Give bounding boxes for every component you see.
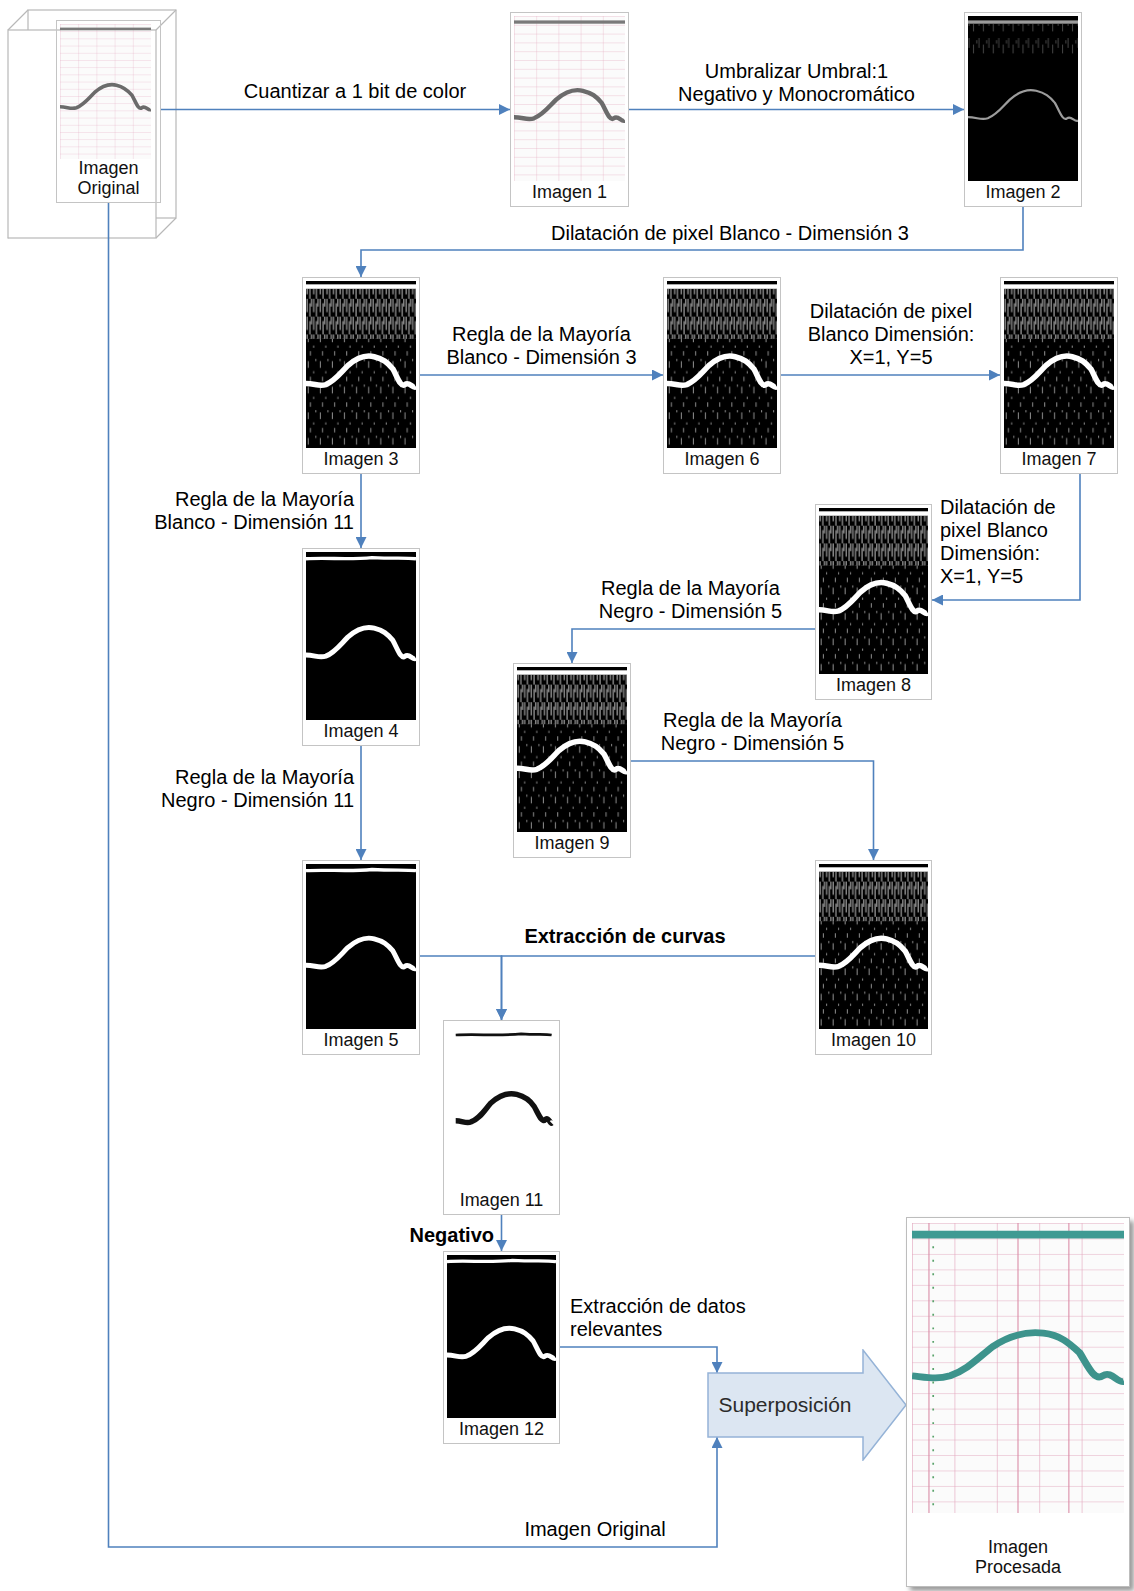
flow-arrow xyxy=(420,956,502,1020)
image-frame: Imagen 5 xyxy=(302,860,420,1055)
node-caption: Imagen 6 xyxy=(682,450,761,473)
node-caption: Imagen 12 xyxy=(457,1420,546,1443)
image-frame: Imagen Original xyxy=(56,20,161,203)
edge-label: Imagen Original xyxy=(495,1518,695,1541)
node-caption: Imagen 9 xyxy=(532,834,611,857)
flow-arrow xyxy=(109,203,718,1547)
flow-arrow xyxy=(161,109,510,111)
image-thumb xyxy=(667,281,777,448)
result-image-frame: Imagen Procesada xyxy=(906,1217,1130,1587)
image-thumb xyxy=(306,281,416,448)
node-caption: Imagen 7 xyxy=(1019,450,1098,473)
box-3d xyxy=(8,10,176,238)
edge-label: Regla de la Mayoría Negro - Dimensión 5 xyxy=(645,709,860,755)
block-arrow-outline xyxy=(708,1350,906,1460)
image-thumb xyxy=(447,1255,556,1418)
flow-arrow xyxy=(560,1347,717,1373)
flow-arrow xyxy=(781,374,1000,376)
image-thumb xyxy=(447,1024,556,1189)
processed-image xyxy=(912,1223,1124,1513)
edge-label: Negativo xyxy=(380,1224,494,1247)
image-frame: Imagen 11 xyxy=(443,1020,560,1215)
edge-label: Dilatación de pixel Blanco Dimensión: X=… xyxy=(791,300,991,369)
image-frame: Imagen 2 xyxy=(964,12,1082,207)
image-frame: Imagen 7 xyxy=(1000,277,1118,474)
image-frame: Imagen 8 xyxy=(815,504,932,700)
node-caption: Imagen 5 xyxy=(321,1031,400,1054)
image-frame: Imagen 1 xyxy=(510,12,629,207)
edge-label: Regla de la Mayoría Blanco - Dimensión 3 xyxy=(434,323,649,369)
edge-label: Extracción de datos relevantes xyxy=(570,1295,770,1341)
image-frame: Imagen 12 xyxy=(443,1251,560,1444)
node-caption: Imagen 4 xyxy=(321,722,400,745)
node-caption: Imagen 11 xyxy=(458,1191,546,1214)
flow-arrow xyxy=(572,629,815,663)
flow-arrow xyxy=(361,207,1023,277)
node-caption: Imagen 1 xyxy=(530,183,609,206)
image-thumb xyxy=(514,16,625,181)
edge-label: Cuantizar a 1 bit de color xyxy=(215,80,495,103)
edge-label: Extracción de curvas xyxy=(505,925,745,948)
original-image xyxy=(60,24,151,159)
edge-label: Umbralizar Umbral:1 Negativo y Monocromá… xyxy=(669,60,924,106)
flow-arrow xyxy=(360,474,362,548)
flow-arrow xyxy=(502,956,816,1020)
edge-label: Regla de la Mayoría Negro - Dimensión 11 xyxy=(134,766,354,812)
image-thumb xyxy=(819,864,928,1029)
flow-arrow xyxy=(360,746,362,860)
image-thumb xyxy=(306,552,416,720)
node-caption: Imagen Original xyxy=(57,159,160,202)
thumbnails xyxy=(60,16,1124,1513)
image-thumb xyxy=(517,667,627,832)
node-caption: Imagen 10 xyxy=(829,1031,918,1054)
edge-label: Dilatación de pixel Blanco - Dimensión 3 xyxy=(500,222,960,245)
image-thumb xyxy=(819,508,928,674)
node-caption: Imagen 3 xyxy=(321,450,400,473)
image-frame: Imagen 6 xyxy=(663,277,781,474)
edge-label: Dilatación de pixel Blanco Dimensión: X=… xyxy=(940,496,1074,588)
flow-arrow xyxy=(631,761,874,860)
block-arrow: Superposición xyxy=(707,1349,907,1461)
flow-arrow xyxy=(629,109,964,111)
image-frame: Imagen 4 xyxy=(302,548,420,746)
node-caption: Imagen 2 xyxy=(983,183,1062,206)
edge-label: Regla de la Mayoría Negro - Dimensión 5 xyxy=(583,577,798,623)
image-thumb xyxy=(306,864,416,1029)
flow-arrow xyxy=(932,474,1080,600)
node-caption: Imagen 8 xyxy=(834,676,913,699)
flow-arrow xyxy=(420,374,663,376)
image-frame: Imagen 9 xyxy=(513,663,631,858)
image-frame: Imagen 10 xyxy=(815,860,932,1055)
node-caption: Imagen Procesada xyxy=(961,1538,1075,1586)
image-thumb xyxy=(968,16,1078,181)
image-thumb xyxy=(1004,281,1114,448)
edge-label: Regla de la Mayoría Blanco - Dimensión 1… xyxy=(134,488,354,534)
flow-arrow xyxy=(501,1215,503,1251)
image-frame: Imagen 3 xyxy=(302,277,420,474)
node-caption: Superposición xyxy=(718,1393,851,1416)
